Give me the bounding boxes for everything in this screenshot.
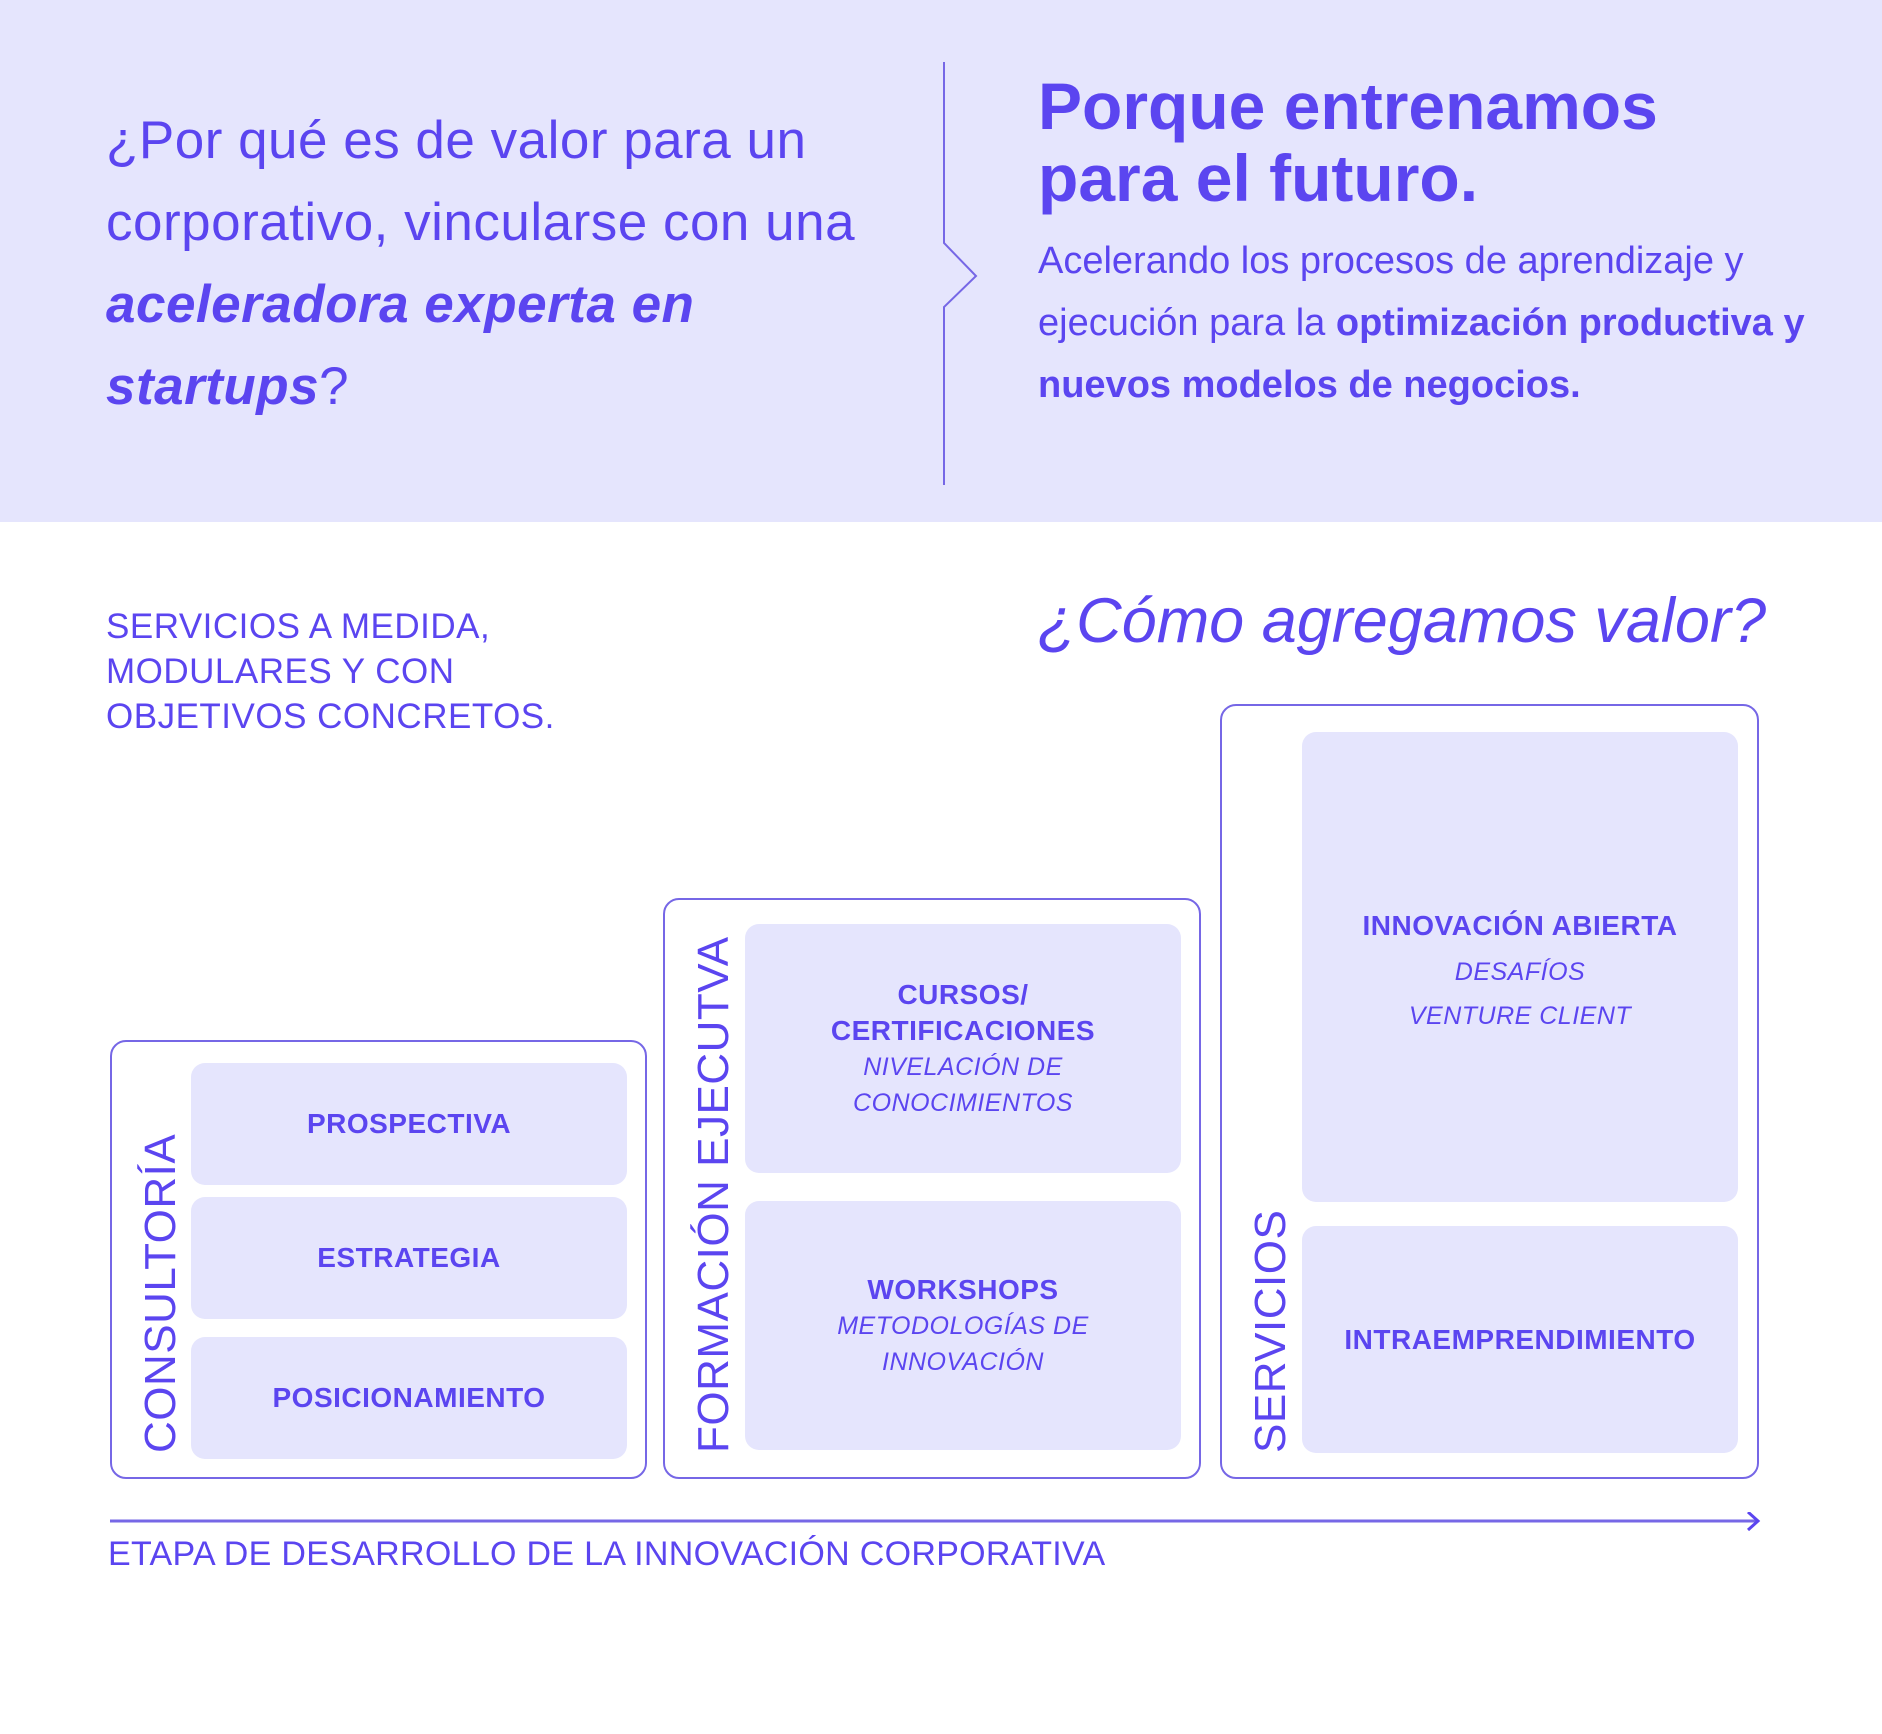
card-title: INTRAEMPRENDIMIENTO	[1344, 1323, 1696, 1355]
card-subtitle: INNOVACIÓN	[882, 1347, 1044, 1376]
card-intraemprendimiento: INTRAEMPRENDIMIENTO	[1302, 1226, 1738, 1453]
card-estrategia: ESTRATEGIA	[191, 1197, 627, 1319]
card-title: CERTIFICACIONES	[830, 1014, 1096, 1046]
question-mark: ?	[319, 357, 350, 416]
card-subtitle: CONOCIMIENTOS	[853, 1088, 1073, 1117]
answer-body-emphasis: optimización productiva y nuevos modelos…	[1038, 302, 1805, 406]
card-workshops: WORKSHOPS METODOLOGÍAS DE INNOVACIÓN	[745, 1201, 1181, 1450]
group-servicios: SERVICIOS INNOVACIÓN ABIERTA DESAFÍOS VE…	[1220, 704, 1759, 1479]
tagline-line: SERVICIOS A MEDIDA,	[106, 607, 491, 646]
card-innovacion-abierta: INNOVACIÓN ABIERTA DESAFÍOS VENTURE CLIE…	[1302, 732, 1738, 1202]
card-subtitle: VENTURE CLIENT	[1408, 1002, 1632, 1030]
card-title: INNOVACIÓN ABIERTA	[1362, 910, 1678, 941]
answer-title: Porque entrenamos para el futuro.	[1038, 70, 1658, 214]
card-title: CURSOS/	[897, 978, 1029, 1010]
group-consultoria: CONSULTORÍA PROSPECTIVA ESTRATEGIA POSIC…	[110, 1040, 647, 1479]
tagline-line: MODULARES Y CON	[106, 652, 455, 691]
card-subtitle: METODOLOGÍAS DE	[837, 1311, 1089, 1340]
answer-body-text: Acelerando los procesos de aprendizaje y…	[1038, 240, 1744, 344]
card-posicionamiento: POSICIONAMIENTO	[191, 1337, 627, 1459]
card-title: PROSPECTIVA	[306, 1108, 512, 1139]
group-formacion-ejecutiva: FORMACIÓN EJECUTVA CURSOS/ CERTIFICACION…	[663, 898, 1201, 1479]
card-title: WORKSHOPS	[867, 1273, 1059, 1305]
section-title: ¿Cómo agregamos valor?	[1037, 586, 1766, 656]
card-title: POSICIONAMIENTO	[272, 1382, 546, 1413]
question-text: ¿Por qué es de valor para un corporativo…	[106, 111, 856, 252]
answer-title-line: Porque entrenamos	[1038, 69, 1658, 143]
tagline-line: OBJETIVOS CONCRETOS.	[106, 697, 555, 736]
services-tagline: SERVICIOS A MEDIDA, MODULARES Y CON OBJE…	[106, 604, 555, 739]
card-title: ESTRATEGIA	[317, 1242, 501, 1273]
answer-title-line: para el futuro.	[1038, 141, 1479, 215]
value-question: ¿Por qué es de valor para un corporativo…	[106, 100, 906, 428]
card-subtitle: DESAFÍOS	[1454, 958, 1586, 986]
axis-label: ETAPA DE DESARROLLO DE LA INNOVACIÓN COR…	[108, 1535, 1106, 1573]
card-prospectiva: PROSPECTIVA	[191, 1063, 627, 1185]
header-band	[0, 0, 1882, 522]
card-cursos-certificaciones: CURSOS/ CERTIFICACIONES NIVELACIÓN DE CO…	[745, 924, 1181, 1173]
question-emphasis: aceleradora experta en startups	[106, 275, 695, 416]
answer-body: Acelerando los procesos de aprendizaje y…	[1038, 230, 1858, 416]
card-subtitle: NIVELACIÓN DE	[863, 1052, 1063, 1081]
arrow-right-icon	[110, 1512, 1761, 1532]
